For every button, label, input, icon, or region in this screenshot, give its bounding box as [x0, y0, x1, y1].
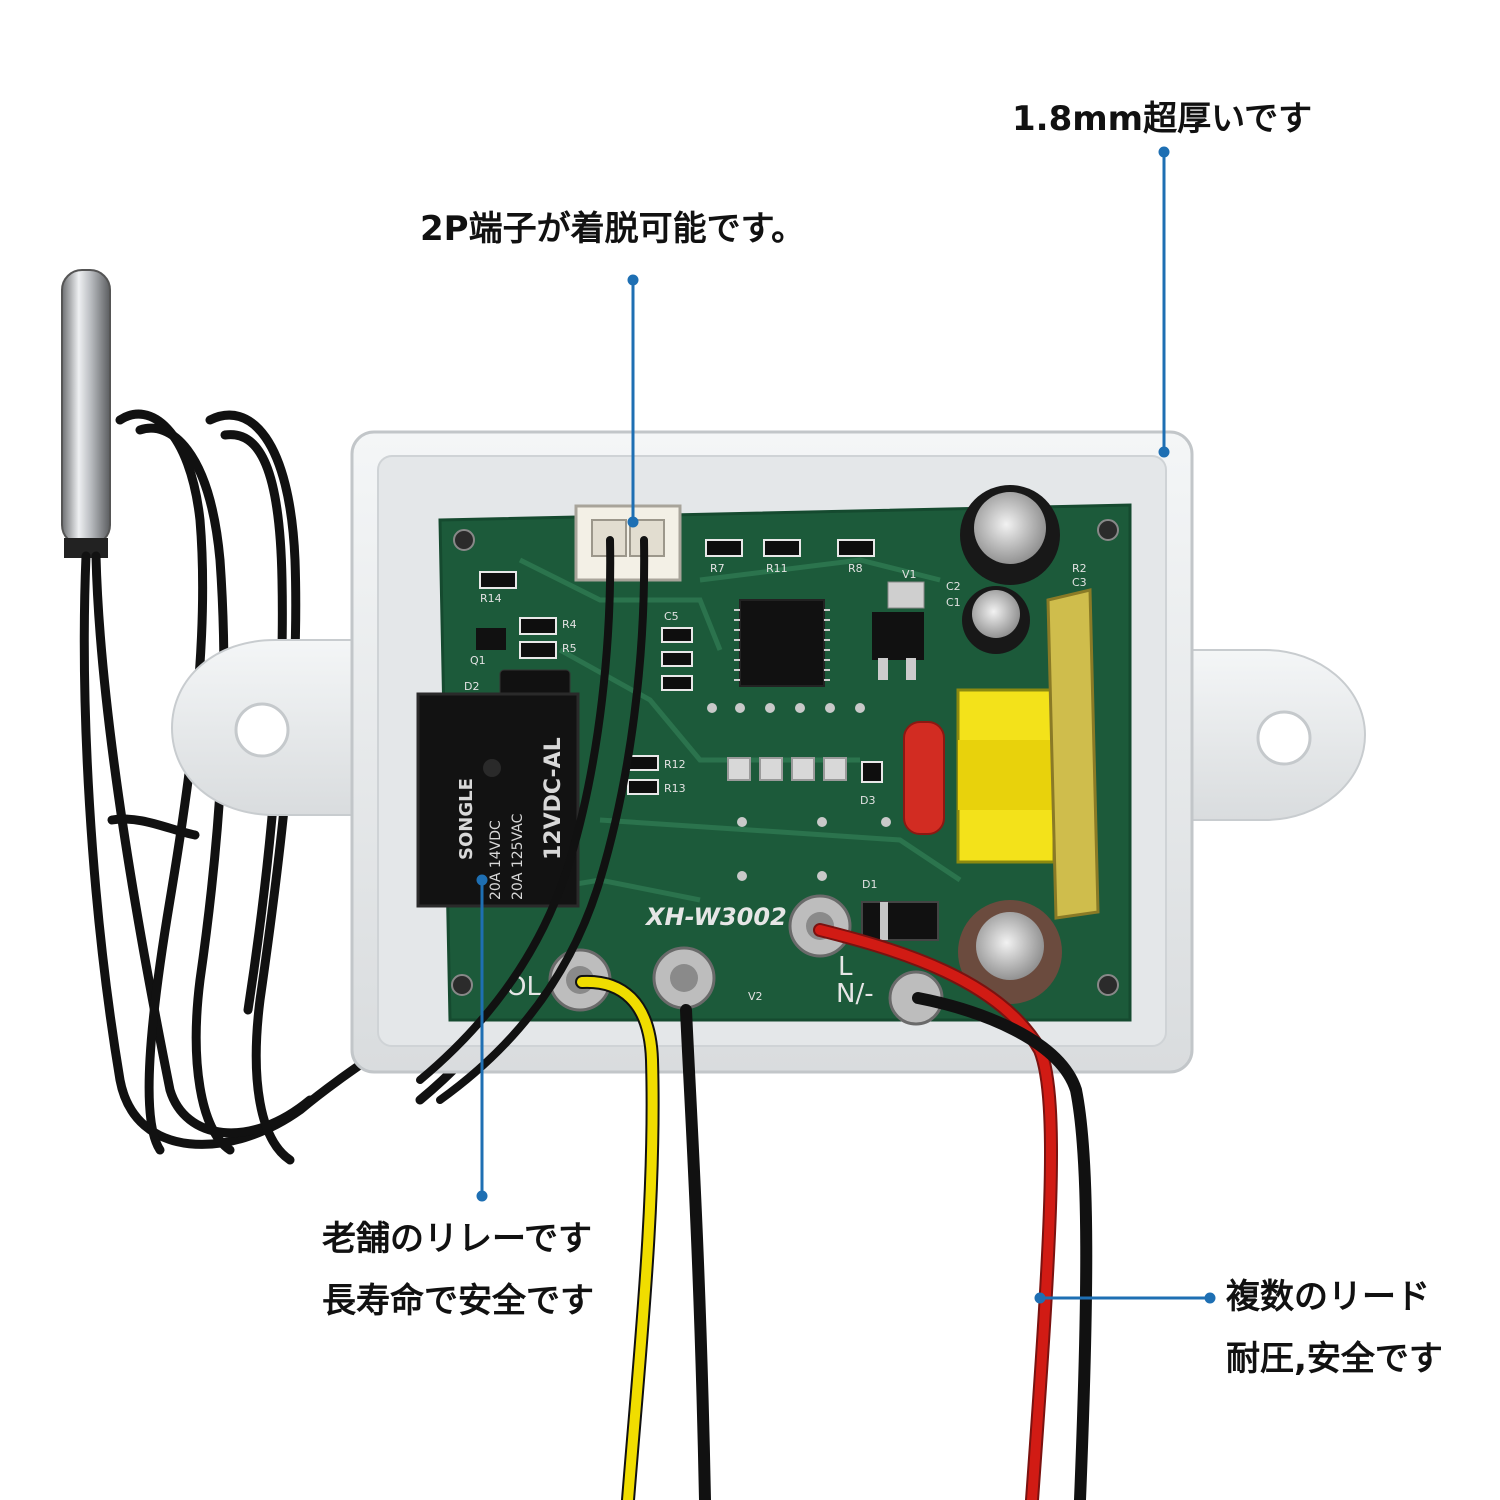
callout-relay: 老舗のリレーです 長寿命で安全です	[322, 1222, 594, 1318]
model-label: XH-W3002	[644, 903, 787, 931]
label-c1: C1	[946, 596, 961, 609]
relay-coil: 12VDC-AL	[541, 737, 566, 860]
relay-rating-1: 20A 14VDC	[488, 820, 504, 900]
label-r7: R7	[710, 562, 725, 575]
relay-brand: SONGLE	[456, 778, 477, 860]
callout-relay-line-1: 老舗のリレーです	[322, 1219, 592, 1259]
label-q1: Q1	[470, 654, 486, 667]
label-r4: R4	[562, 618, 577, 631]
lead-wires	[575, 923, 1093, 1500]
callout-relay-line-2: 長寿命で安全です	[322, 1281, 594, 1321]
label-r11: R11	[766, 562, 788, 575]
callout-terminal: 2P端子が着脱可能です。	[420, 212, 805, 246]
label-c2: C2	[946, 580, 961, 593]
callout-leads-line-2: 耐圧,安全です	[1226, 1339, 1443, 1379]
label-r14: R14	[480, 592, 502, 605]
pcb-board	[438, 485, 1132, 1022]
callout-leads: 複数のリード 耐圧,安全です	[1226, 1280, 1443, 1376]
callout-leads-line-1: 複数のリード	[1226, 1277, 1430, 1317]
label-r5: R5	[562, 642, 577, 655]
relay: SONGLE 12VDC-AL 20A 14VDC 20A 125VAC	[416, 692, 580, 908]
label-c3: C3	[1072, 576, 1087, 589]
label-d3: D3	[860, 794, 875, 807]
label-v1: V1	[902, 568, 917, 581]
relay-rating-2: 20A 125VAC	[510, 813, 526, 900]
callout-terminal-text: 2P端子が着脱可能です。	[420, 209, 806, 249]
label-d1: D1	[862, 878, 877, 891]
silkscreen-labels: R14 Q1 D2 R4 R5 C5 R7 R11 R8 V1 C2 C1 R2…	[464, 562, 1087, 1003]
callout-thickness: 1.8mm超厚いです	[1012, 102, 1312, 136]
label-r13: R13	[664, 782, 686, 795]
label-v2: V2	[748, 990, 763, 1003]
label-r8: R8	[848, 562, 863, 575]
terminal-label-l: L	[838, 952, 853, 982]
label-c5: C5	[664, 610, 679, 623]
label-r12: R12	[664, 758, 686, 771]
callout-thickness-text: 1.8mm超厚いです	[1012, 99, 1313, 139]
temperature-probe	[61, 269, 111, 558]
sensor-leads	[416, 536, 649, 1104]
label-d2: D2	[464, 680, 479, 693]
label-r2: R2	[1072, 562, 1087, 575]
callout-pointers	[476, 146, 1216, 1304]
terminal-label-n: N/-	[836, 979, 874, 1009]
